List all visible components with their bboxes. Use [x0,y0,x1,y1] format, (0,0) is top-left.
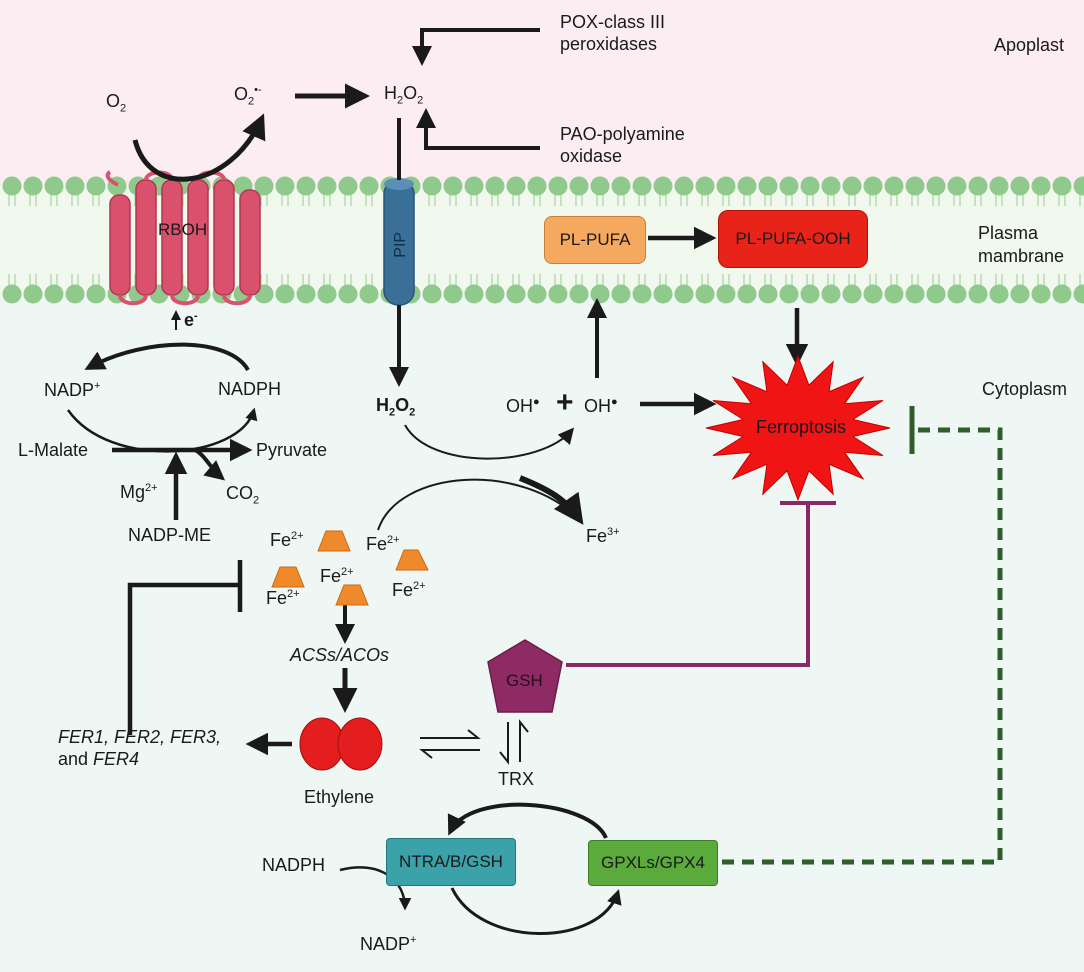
fe2-label-2: Fe2+ [366,534,400,554]
fer-genes-line2: and FER4 [58,749,140,769]
gsh-label: GSH [506,671,543,690]
membrane-lipid-heads [2,176,1084,304]
plus-sign: + [556,386,574,419]
rboh-superoxide-arc [132,113,266,182]
plasma-membrane-label: Plasma mambrane [978,223,1065,266]
apoplast-region [0,0,1084,185]
oh-radical-1-label: OH● [506,396,540,416]
pao-label: PAO-polyamine oxidase [560,124,685,166]
pl-pufa-box: PL-PUFA [544,216,646,264]
gsh-trx-equilibrium [499,719,529,765]
fe2-label-1: Fe2+ [270,530,304,550]
ethylene-molecule [299,717,383,771]
nadp-plus-bottom-label: NADP+ [360,934,417,954]
h2o2-to-oh-arc [404,424,575,460]
pox-arrow [412,28,540,66]
cytoplasm-label: Cytoplasm [982,379,1068,399]
fe3-arc-head [518,475,584,525]
electron-label: e- [184,310,198,330]
oh-radical-2-label: OH● [584,396,618,416]
trx-to-ntra-arc [447,802,608,839]
pao-arrow [416,108,540,150]
fe-ions [271,530,429,606]
trx-label: TRX [498,769,534,789]
ferroptosis-starburst [705,354,891,502]
nadph-bottom-label: NADPH [262,855,326,875]
pyruvate-label: Pyruvate [256,440,328,460]
pl-pufa-ooh-box: PL-PUFA-OOH [718,210,868,268]
nadp-me-label: NADP-ME [128,525,212,545]
apoplast-label: Apoplast [994,35,1065,55]
acs-aco-label: ACSs/ACOs [290,645,390,665]
h2o2-cytoplasm-label: H2O2 [376,395,416,419]
gpx-inhibition-line [722,427,1003,865]
ferroptosis-label: Ferroptosis [756,417,847,437]
pox-label: POX-class III peroxidases [560,12,666,54]
ntra-box: NTRA/B/GSH [386,838,516,886]
gsh-inhibition-line [566,505,810,667]
co2-label: CO2 [226,483,260,507]
nadph-to-nadp-arc [84,342,250,372]
fer-inhibition-line [127,582,238,735]
nadp-plus-top-label: NADP+ [44,380,101,400]
pip-label: PIP [392,231,410,258]
rboh-label: RBOH [158,220,208,239]
fer-genes-line1: FER1, FER2, FER3, [58,727,222,747]
gpx-box: GPXLs/GPX4 [588,840,718,886]
ethylene-gsh-equilibrium [419,729,481,759]
o2-label: O2 [106,91,127,115]
mg-label: Mg2+ [120,482,158,502]
superoxide-label: O2•- [234,84,262,108]
l-malate-label: L-Malate [18,440,89,460]
gsh-pentagon [487,639,563,713]
fe2-label-3: Fe2+ [320,566,354,586]
fe3-label: Fe3+ [586,526,620,546]
nadph-top-label: NADPH [218,379,282,399]
cytoplasm-region [0,295,1084,972]
ethylene-label: Ethylene [304,787,375,807]
pip-channel [383,178,415,306]
fe2-label-4: Fe2+ [266,588,300,608]
ntra-to-gpx-arc [450,887,622,935]
h2o2-apoplast-label: H2O2 [384,83,424,107]
co2-release-arrow [193,448,226,481]
fe2-label-5: Fe2+ [392,580,426,600]
